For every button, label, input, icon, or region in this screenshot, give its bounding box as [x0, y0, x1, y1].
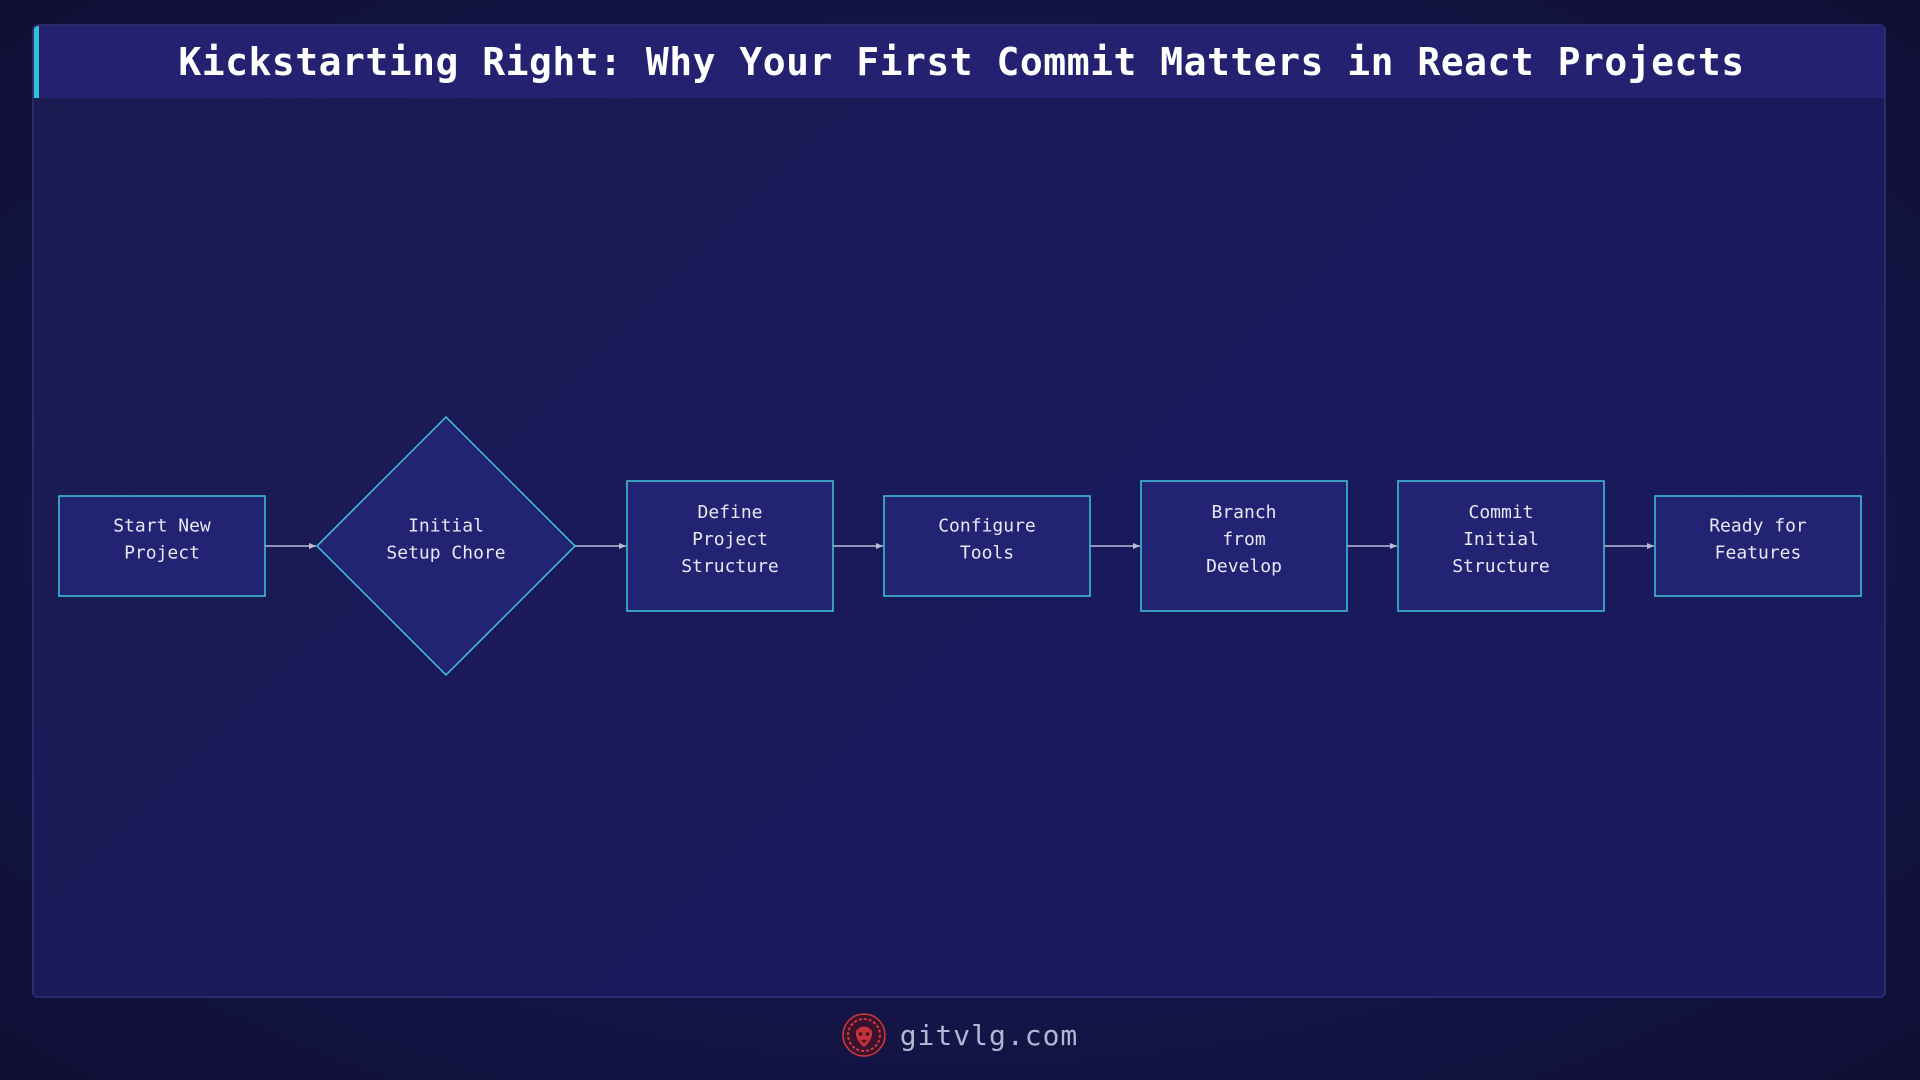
process-box	[883, 495, 1091, 597]
page-title: Kickstarting Right: Why Your First Commi…	[178, 40, 1745, 84]
node-label: Start New	[113, 516, 211, 537]
node-label: Branch	[1211, 502, 1276, 523]
node-label: Project	[692, 529, 768, 550]
node-label: Setup Chore	[386, 543, 505, 564]
process-box	[1140, 480, 1348, 612]
node-label: Commit	[1468, 502, 1533, 523]
node-label: Initial	[1463, 529, 1539, 550]
node-label: Features	[1715, 543, 1802, 564]
node-label: Configure	[938, 516, 1036, 537]
node-label: Initial	[408, 516, 484, 537]
node-label: Structure	[681, 556, 779, 577]
node-label: Develop	[1206, 556, 1282, 577]
node-label: Define	[697, 502, 762, 523]
lion-head-icon	[841, 1013, 886, 1057]
process-box	[1397, 480, 1605, 612]
title-bar: Kickstarting Right: Why Your First Commi…	[34, 26, 1884, 98]
node-label: Tools	[960, 543, 1014, 564]
decision-diamond	[315, 415, 577, 677]
process-box	[626, 480, 834, 612]
footer-site-link[interactable]: gitvlg.com	[899, 1018, 1079, 1052]
process-box	[58, 495, 266, 597]
process-box	[1654, 495, 1862, 597]
footer: gitvlg.com	[0, 1010, 1920, 1060]
node-label: from	[1222, 529, 1265, 550]
node-label: Structure	[1452, 556, 1550, 577]
node-label: Project	[124, 543, 200, 564]
node-label: Ready for	[1709, 516, 1807, 537]
